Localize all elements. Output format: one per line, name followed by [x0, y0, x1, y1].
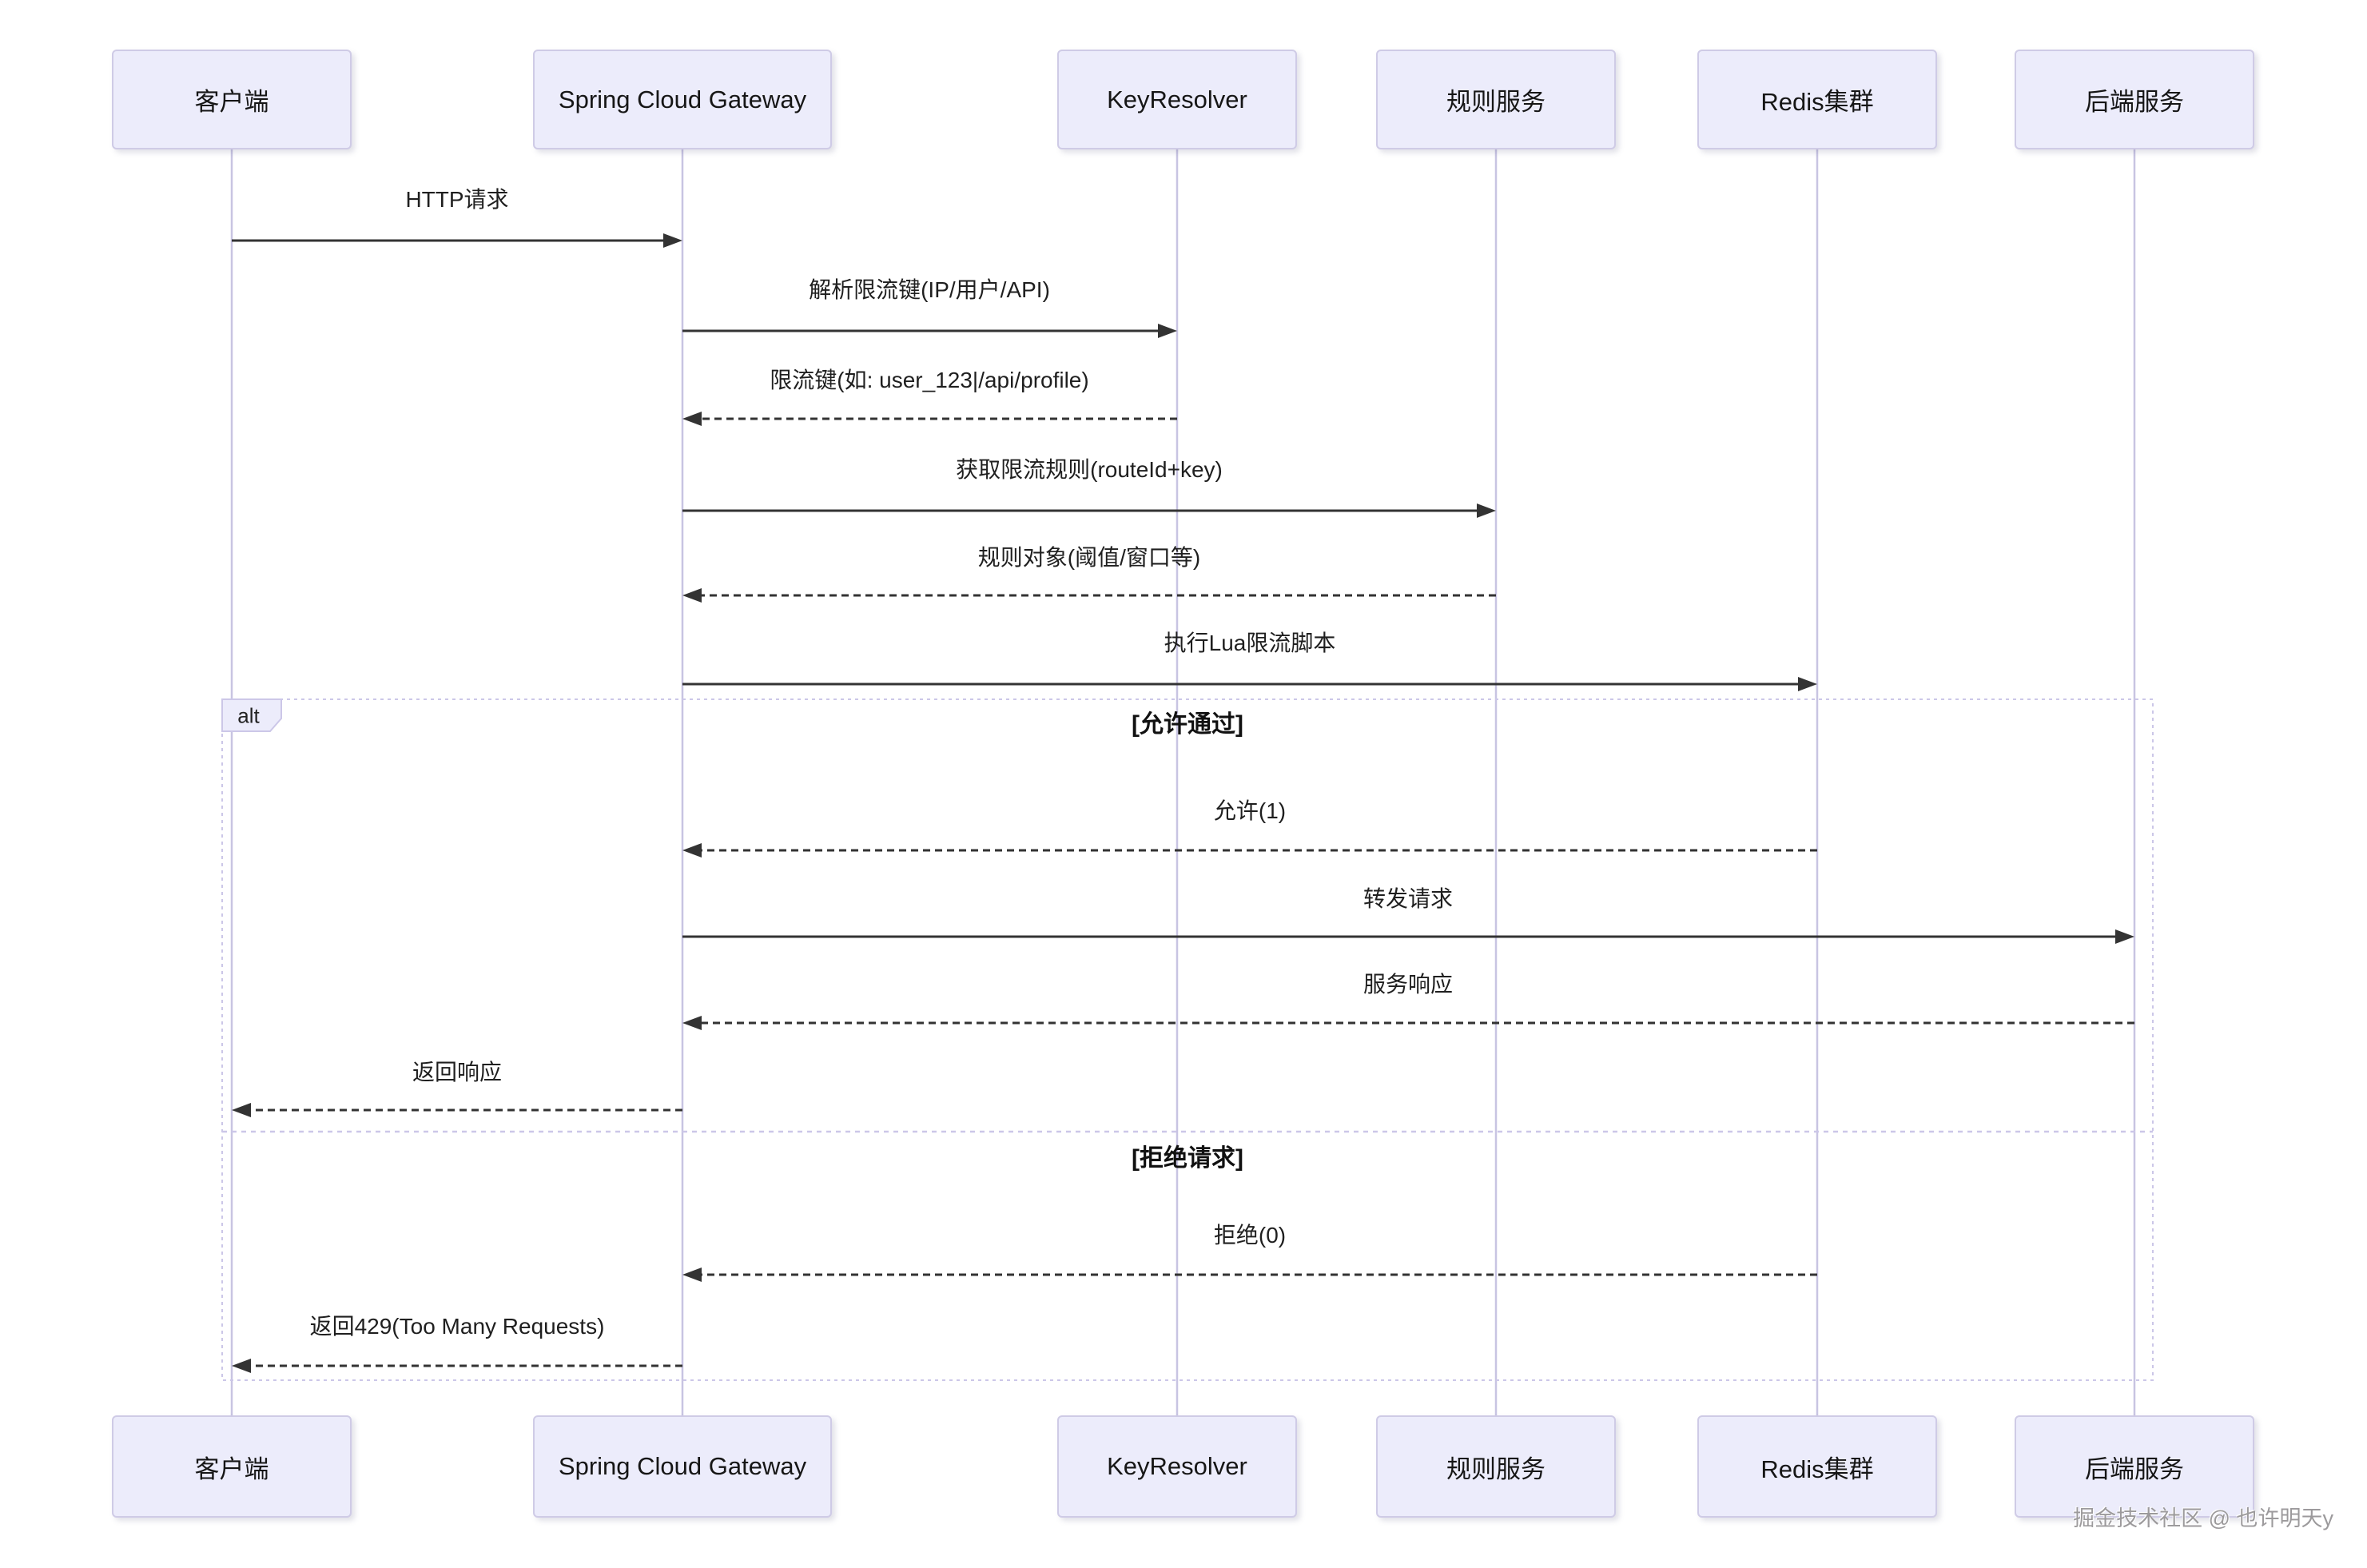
arrow-http-request: [232, 233, 682, 248]
arrow-return-response: [232, 1103, 682, 1117]
participant-client-top: 客户端: [112, 50, 352, 149]
alt-operator-label: alt: [237, 703, 260, 728]
participant-gateway-bottom: Spring Cloud Gateway: [533, 1415, 832, 1518]
watermark: 掘金技术社区 @ 也许明天y: [2073, 1506, 2333, 1530]
participant-keyresolver-bottom: KeyResolver: [1057, 1415, 1297, 1518]
participant-rules-top: 规则服务: [1376, 50, 1616, 149]
message-label-exec-lua: 执行Lua限流脚本: [1164, 631, 1336, 655]
message-label-reject: 拒绝(0): [1213, 1223, 1287, 1248]
message-label-fetch-rule: 获取限流规则(routeId+key): [956, 457, 1223, 482]
arrow-exec-lua: [682, 677, 1817, 691]
arrow-return-429: [232, 1359, 682, 1373]
arrow-reject: [682, 1268, 1817, 1282]
arrow-forward-request: [682, 929, 2134, 944]
participant-backend-top: 后端服务: [2015, 50, 2254, 149]
participant-gateway-top: Spring Cloud Gateway: [533, 50, 832, 149]
message-label-allow: 允许(1): [1213, 798, 1287, 823]
message-label-resolve-key: 解析限流键(IP/用户/API): [809, 277, 1050, 302]
participant-keyresolver-top: KeyResolver: [1057, 50, 1297, 149]
message-label-http-request: HTTP请求: [405, 187, 509, 212]
message-label-return-429: 返回429(Too Many Requests): [309, 1314, 605, 1339]
alt-condition-reject: [拒绝请求]: [1132, 1145, 1243, 1172]
message-label-return-key: 限流键(如: user_123|/api/profile): [770, 368, 1089, 392]
message-label-return-response: 返回响应: [412, 1060, 503, 1084]
participant-rules-bottom: 规则服务: [1376, 1415, 1616, 1518]
participant-redis-top: Redis集群: [1697, 50, 1937, 149]
arrow-rule-object: [682, 588, 1496, 603]
arrow-fetch-rule: [682, 503, 1496, 518]
message-label-service-response: 服务响应: [1363, 972, 1454, 997]
arrow-return-key: [682, 412, 1177, 426]
message-label-forward-request: 转发请求: [1363, 886, 1454, 911]
participant-redis-bottom: Redis集群: [1697, 1415, 1937, 1518]
participant-client-bottom: 客户端: [112, 1415, 352, 1518]
arrow-service-response: [682, 1016, 2134, 1030]
arrow-allow: [682, 843, 1817, 858]
alt-condition-allow: [允许通过]: [1132, 711, 1243, 738]
message-label-rule-object: 规则对象(阈值/窗口等): [977, 545, 1201, 570]
arrow-resolve-key: [682, 324, 1177, 338]
participant-backend-bottom: 后端服务: [2015, 1415, 2254, 1518]
alt-frame: [221, 698, 2154, 1381]
